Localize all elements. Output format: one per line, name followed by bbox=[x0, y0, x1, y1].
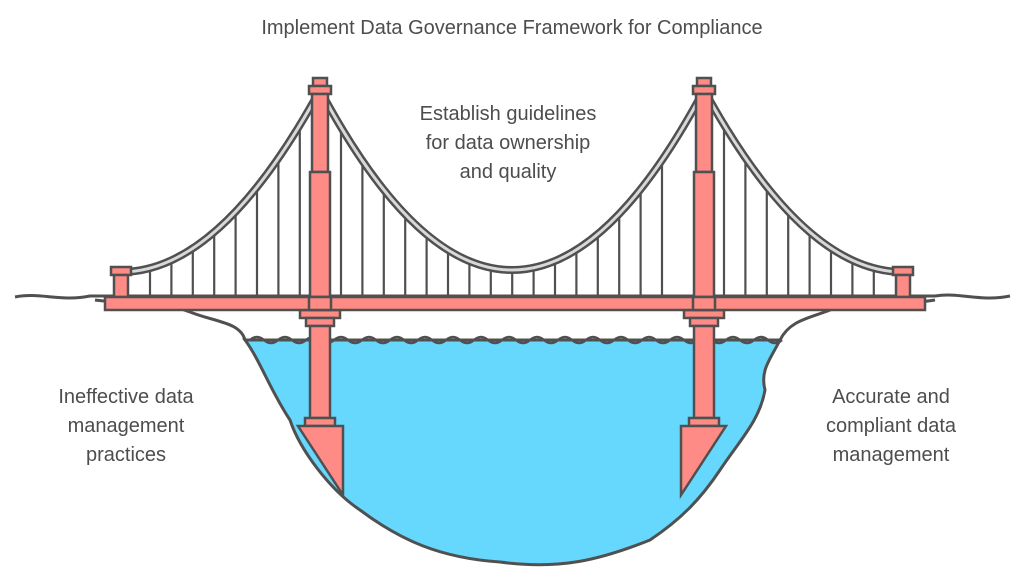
right-label: Accurate and compliant data management bbox=[791, 383, 991, 470]
left-label-line: practices bbox=[85, 444, 167, 466]
tower-left bbox=[295, 76, 345, 500]
end-post-right bbox=[891, 265, 915, 299]
main-cables bbox=[120, 81, 904, 276]
right-label-line: management bbox=[832, 444, 950, 466]
end-post-left bbox=[109, 265, 133, 299]
tower-deck-joint-left bbox=[307, 295, 333, 312]
tower-right bbox=[679, 76, 729, 500]
right-label-line: compliant data bbox=[825, 415, 957, 437]
right-label-line: Accurate and bbox=[832, 386, 950, 408]
center-label-line: Establish guidelines bbox=[419, 103, 597, 125]
center-label: Establish guidelines for data ownership … bbox=[360, 100, 656, 187]
water bbox=[242, 338, 783, 567]
center-label-line: and quality bbox=[459, 161, 557, 183]
bridge-deck bbox=[103, 295, 927, 312]
center-label-line: for data ownership bbox=[425, 132, 591, 154]
left-label-line: Ineffective data bbox=[58, 386, 194, 408]
left-label-line: management bbox=[67, 415, 185, 437]
left-label: Ineffective data management practices bbox=[26, 383, 226, 470]
tower-deck-joint-right bbox=[691, 295, 717, 312]
suspender-cables bbox=[148, 124, 875, 297]
diagram-title: Implement Data Governance Framework for … bbox=[261, 17, 763, 39]
